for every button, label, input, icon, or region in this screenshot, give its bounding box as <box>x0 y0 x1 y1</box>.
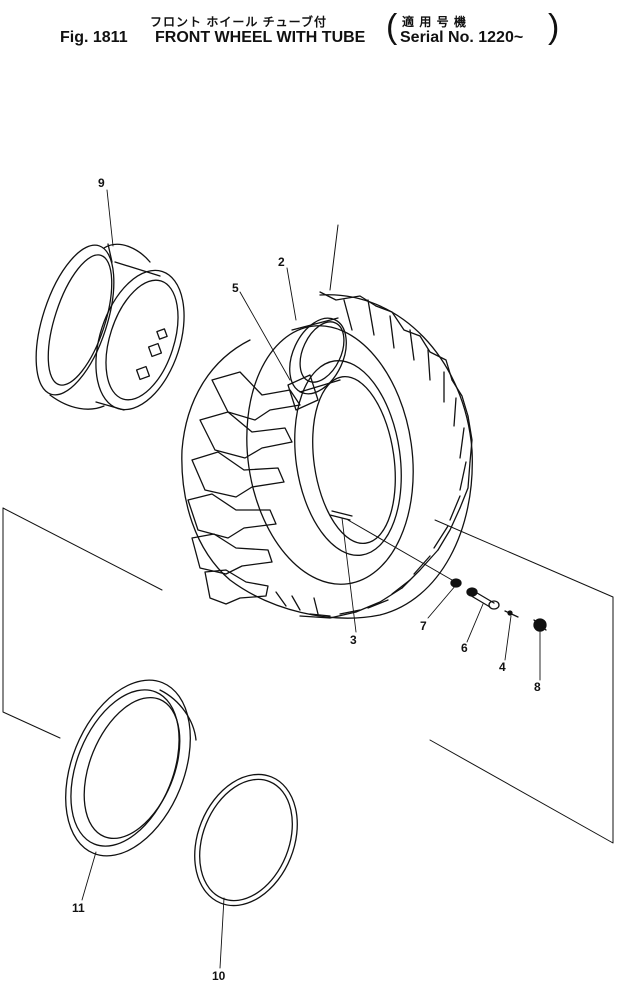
callout-8: 8 <box>534 680 541 694</box>
assembly-lines <box>2 224 614 844</box>
japanese-serial-label: 適 用 号 機 <box>402 15 468 29</box>
callout-6: 6 <box>461 641 468 655</box>
flap-part <box>287 374 319 411</box>
paren-close: ) <box>548 8 560 46</box>
tube-part <box>289 317 347 395</box>
callout-labels: 9 2 5 3 7 6 4 8 11 10 <box>72 176 541 981</box>
japanese-title: フロント ホイール チューブ付 <box>150 15 327 29</box>
callout-3: 3 <box>350 633 357 647</box>
callout-10: 10 <box>212 969 226 981</box>
callout-2: 2 <box>278 255 285 269</box>
rim-part <box>35 243 185 411</box>
figure-title: FRONT WHEEL WITH TUBE <box>155 29 366 46</box>
valve-core-part <box>504 610 519 618</box>
tire-part <box>181 291 473 619</box>
callout-5: 5 <box>232 281 239 295</box>
serial-number: Serial No. 1220~ <box>400 29 524 46</box>
callout-7: 7 <box>420 619 427 633</box>
callout-9: 9 <box>98 176 105 190</box>
callout-11: 11 <box>72 901 85 915</box>
valve-cap-part <box>533 618 547 632</box>
leader-lines <box>81 189 541 969</box>
lock-ring-part <box>194 773 298 907</box>
figure-header: フロント ホイール チューブ付 適 用 号 機 Fig. 1811 FRONT … <box>0 0 617 60</box>
figure-number: Fig. 1811 <box>60 29 128 46</box>
valve-stem-part <box>329 510 353 521</box>
valve-extension-part <box>466 587 500 610</box>
side-ring-part <box>65 679 197 857</box>
paren-open: ( <box>386 8 398 46</box>
washer-part <box>450 578 462 588</box>
callout-4: 4 <box>499 660 506 674</box>
